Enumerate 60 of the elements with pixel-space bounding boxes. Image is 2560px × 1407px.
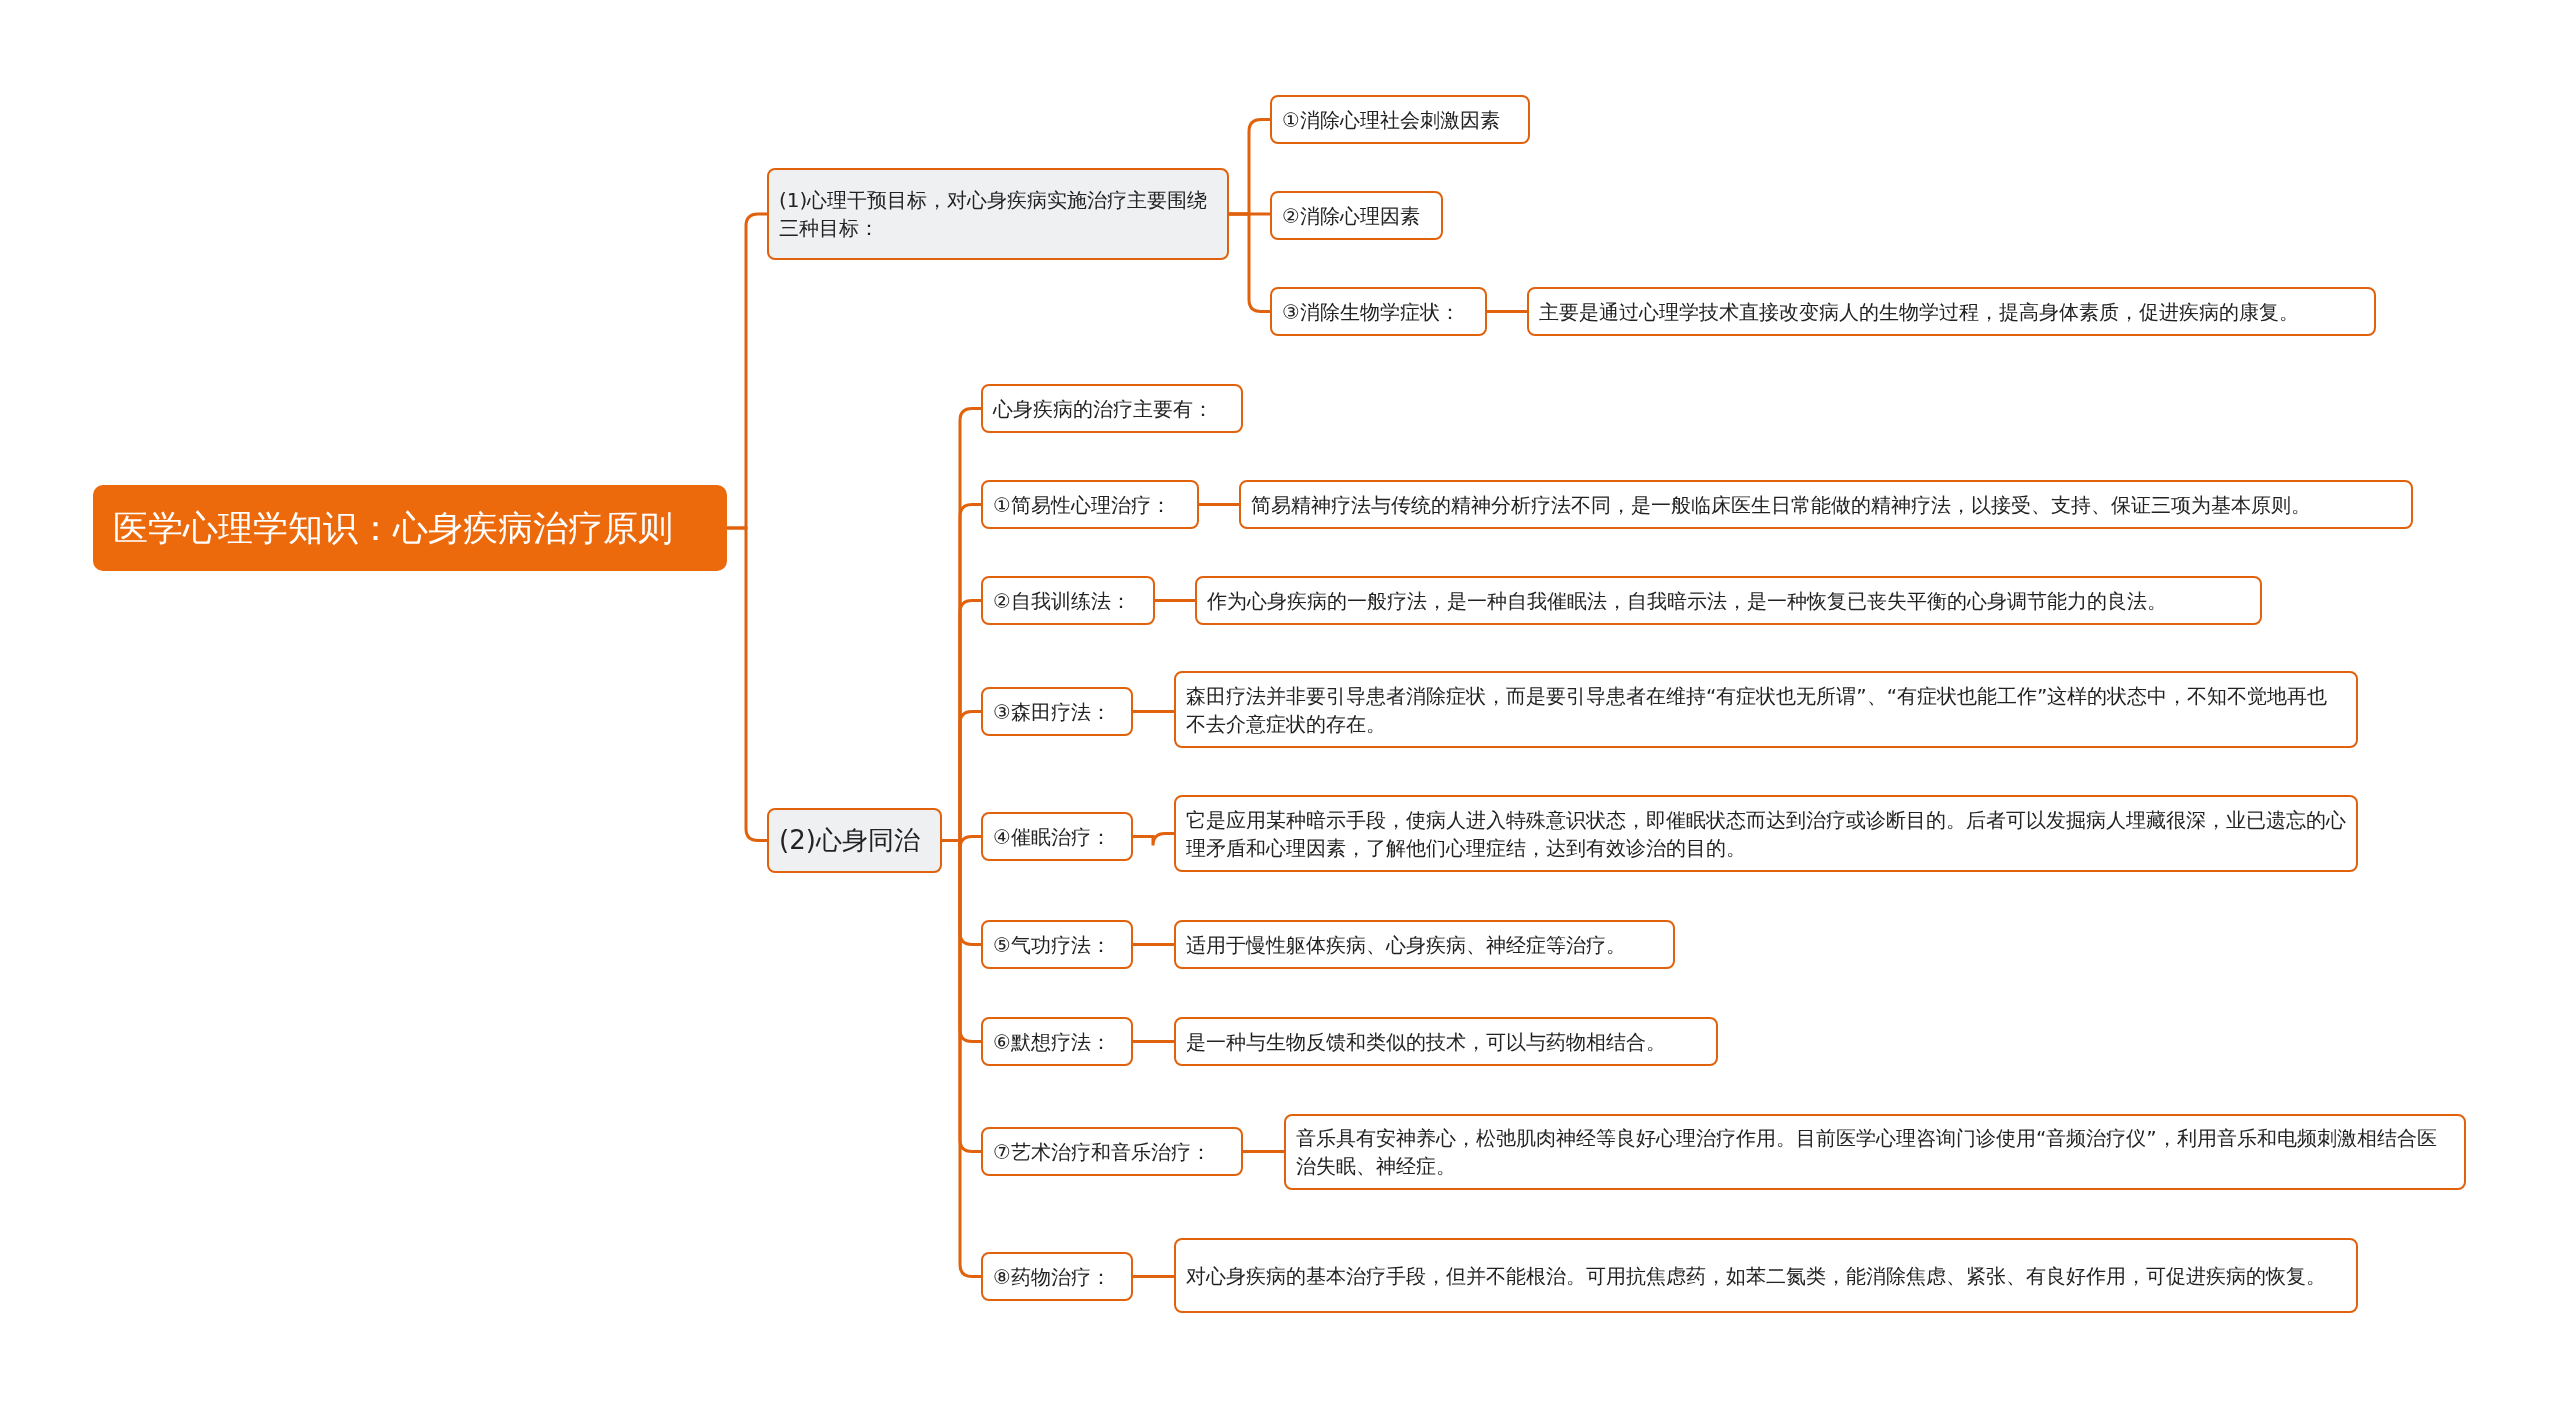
- connector-line: [1133, 1275, 1174, 1278]
- connector-line: [1243, 1150, 1284, 1153]
- topic-text: ③森田疗法：: [993, 698, 1111, 726]
- topic-text: (2)心身同治: [779, 824, 920, 858]
- connector-line: [1133, 832, 1174, 847]
- topic-text: ③消除生物学症状：: [1282, 298, 1460, 326]
- topic-text: ⑥默想疗法：: [993, 1028, 1111, 1056]
- connector-line: [1133, 710, 1174, 713]
- topic-text: ⑦艺术治疗和音乐治疗：: [993, 1138, 1211, 1166]
- topic-box: [1174, 795, 2358, 872]
- topic-box: [981, 1017, 1133, 1066]
- connector-line: [727, 526, 767, 842]
- connector-line: [942, 839, 981, 1278]
- topic-box: [1239, 480, 2413, 529]
- topic-text: ②消除心理因素: [1282, 202, 1420, 230]
- topic-box: [981, 920, 1133, 969]
- topic-box: [1270, 95, 1530, 144]
- topic-box: [1527, 287, 2376, 336]
- topic-text: ⑧药物治疗：: [993, 1263, 1111, 1291]
- topic-text: 是一种与生物反馈和类似的技术，可以与药物相结合。: [1186, 1028, 1666, 1056]
- topic-box: [1174, 920, 1675, 969]
- topic-text: 简易精神疗法与传统的精神分析疗法不同，是一般临床医生日常能做的精神疗法，以接受、支持、保证三项为基本原则。: [1251, 491, 2311, 519]
- root-topic-box: [93, 485, 727, 571]
- topic-box: [1174, 1017, 1718, 1066]
- topic-box: [1270, 191, 1443, 240]
- topic-box: [767, 808, 942, 873]
- connector-line: [1155, 599, 1195, 602]
- topic-text: 森田疗法并非要引导患者消除症状，而是要引导患者在维持“有症状也无所谓”、“有症状也能工作”这样的状态中，不知不觉地再也不去介意症状的存在。: [1186, 682, 2329, 738]
- topic-box: [1284, 1114, 2466, 1190]
- topic-box: [981, 384, 1243, 433]
- topic-text: 音乐具有安神养心，松弛肌肉神经等良好心理治疗作用。目前医学心理咨询门诊使用“音频治疗仪”，利用音乐和电频刺激相结合医治失眠、神经症。: [1296, 1125, 2438, 1180]
- connector-line: [1133, 943, 1174, 946]
- topic-box: [1195, 576, 2262, 625]
- topic-text: (1)心理干预目标，对心身疾病实施治疗主要围绕三种目标：: [779, 187, 1209, 242]
- topic-box: [981, 1127, 1243, 1176]
- topic-text: 对心身疾病的基本治疗手段，但并不能根治。可用抗焦虑药，如苯二氮类，能消除焦虑、紧张、有良好作用，可促进疾病的恢复。: [1186, 1262, 2326, 1290]
- topic-text: 主要是通过心理学技术直接改变病人的生物学过程，提高身体素质，促进疾病的康复。: [1539, 298, 2299, 326]
- topic-box: [1174, 1238, 2358, 1313]
- connector-line: [1199, 503, 1239, 506]
- topic-box: [1270, 287, 1487, 336]
- topic-text: ①消除心理社会刺激因素: [1282, 106, 1500, 134]
- topic-box: [1174, 671, 2358, 748]
- topic-box: [981, 576, 1155, 625]
- topic-text: ②自我训练法：: [993, 587, 1131, 615]
- title-text: 医学心理学知识：心身疾病治疗原则: [113, 506, 673, 550]
- topic-text: ①简易性心理治疗：: [993, 491, 1171, 519]
- connector-line: [1487, 310, 1527, 313]
- connector-line: [1133, 1040, 1174, 1043]
- topic-text: ④催眠治疗：: [993, 823, 1111, 851]
- topic-box: [981, 480, 1199, 529]
- topic-box: [981, 812, 1133, 861]
- topic-text: 适用于慢性躯体疾病、心身疾病、神经症等治疗。: [1186, 931, 1626, 959]
- topic-text: 心身疾病的治疗主要有：: [993, 395, 1213, 423]
- topic-box: [981, 687, 1133, 736]
- topic-box: [981, 1252, 1133, 1301]
- topic-text: 作为心身疾病的一般疗法，是一种自我催眠法，自我暗示法，是一种恢复已丧失平衡的心身调节能力的良法。: [1207, 587, 2167, 615]
- topic-text: ⑤气功疗法：: [993, 931, 1111, 959]
- connector-line: [1229, 212, 1270, 313]
- topic-box: [767, 168, 1229, 260]
- topic-text: 它是应用某种暗示手段，使病人进入特殊意识状态，即催眠状态而达到治疗或诊断目的。后者可以发掘病人埋藏很深，业已遗忘的心理矛盾和心理因素，了解他们心理症结，达到有效诊治的目的。: [1186, 806, 2346, 862]
